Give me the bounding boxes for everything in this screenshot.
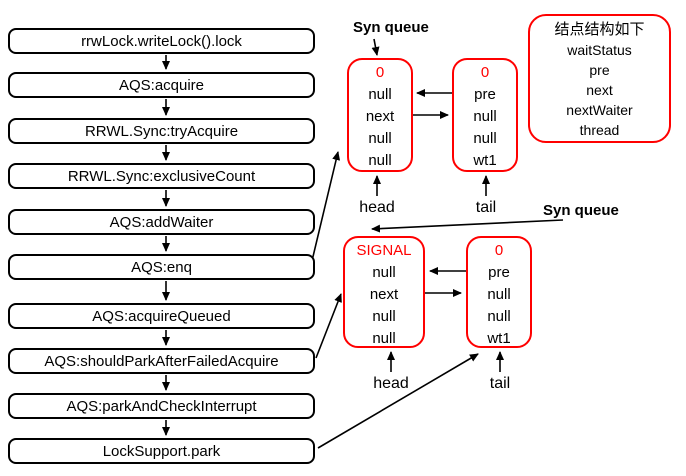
syn-queue1-label: Syn queue [353,19,429,36]
flow-step-lock: rrwLock.writeLock().lock [8,28,315,54]
park-to-queue2-arrow [317,353,479,449]
flow-step-acquire: AQS:acquire [8,72,315,98]
flow-step-exclusivecount: RRWL.Sync:exclusiveCount [8,163,315,189]
queue2-tail-node: 0 pre null null wt1 [466,236,532,348]
wait-status: 0 [480,64,490,81]
flow-step-locksupport-park: LockSupport.park [8,438,315,464]
queue2-head-pointer-label: head [373,375,409,392]
enq-to-queue1-arrow [310,151,341,266]
syn-queue2-label-arrow [371,219,564,233]
flow-step-acquirequeued: AQS:acquireQueued [8,303,315,329]
wait-status: SIGNAL [356,242,412,259]
queue2-tail-pointer-label: tail [489,375,511,392]
flow-step-enq: AQS:enq [8,254,315,280]
queue1-tail-pointer-label: tail [475,199,497,216]
queue1-head-node: 0 null next null null [347,58,413,172]
flow-step-shouldpark: AQS:shouldParkAfterFailedAcquire [8,348,315,374]
syn-queue1-label-arrow [371,38,380,56]
flow-step-addwaiter: AQS:addWaiter [8,209,315,235]
node-structure-legend: 结点结构如下 waitStatus pre next nextWaiter th… [528,14,671,143]
queue1-head-pointer-label: head [359,199,395,216]
queue2-head-node: SIGNAL null next null null [343,236,425,348]
flow-step-parkandcheck: AQS:parkAndCheckInterrupt [8,393,315,419]
shouldpark-to-queue2-arrow [315,293,342,359]
syn-queue2-label: Syn queue [543,202,619,219]
queue1-tail-node: 0 pre null null wt1 [452,58,518,172]
legend-title: 结点结构如下 [554,21,645,38]
wait-status: 0 [375,64,385,81]
wait-status: 0 [494,242,504,259]
flow-step-tryacquire: RRWL.Sync:tryAcquire [8,118,315,144]
